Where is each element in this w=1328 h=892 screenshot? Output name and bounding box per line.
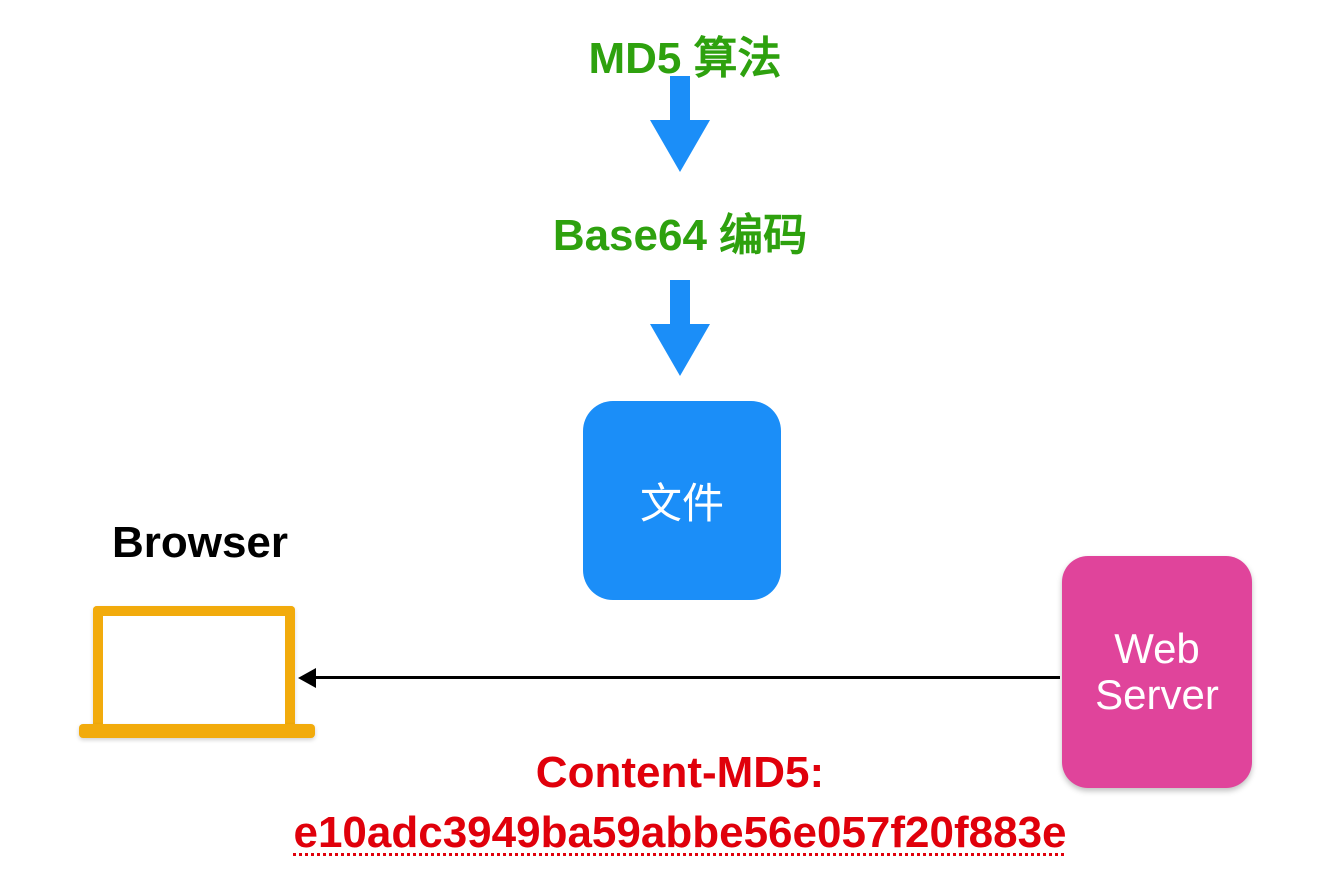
laptop-base [79, 724, 315, 738]
browser-label: Browser [111, 518, 289, 567]
md5-algorithm-label: MD5 算法 [588, 34, 782, 83]
left-arrowhead-icon [298, 668, 316, 688]
laptop-icon [93, 606, 295, 732]
content-md5-header-name: Content-MD5: [535, 748, 825, 797]
server-label-line2: Server [1095, 671, 1219, 718]
server-label-line1: Web [1114, 624, 1200, 672]
file-label: 文件 [639, 480, 724, 527]
base64-encoding-label: Base64 编码 [552, 211, 808, 260]
web-server-box: Web Server [1062, 556, 1252, 788]
response-connector-line [312, 676, 1060, 679]
content-md5-hash-value: e10adc3949ba59abbe56e057f20f883e [293, 808, 1067, 857]
file-box: 文件 [583, 401, 781, 600]
down-arrow-icon [650, 280, 710, 376]
down-arrow-icon [650, 76, 710, 172]
